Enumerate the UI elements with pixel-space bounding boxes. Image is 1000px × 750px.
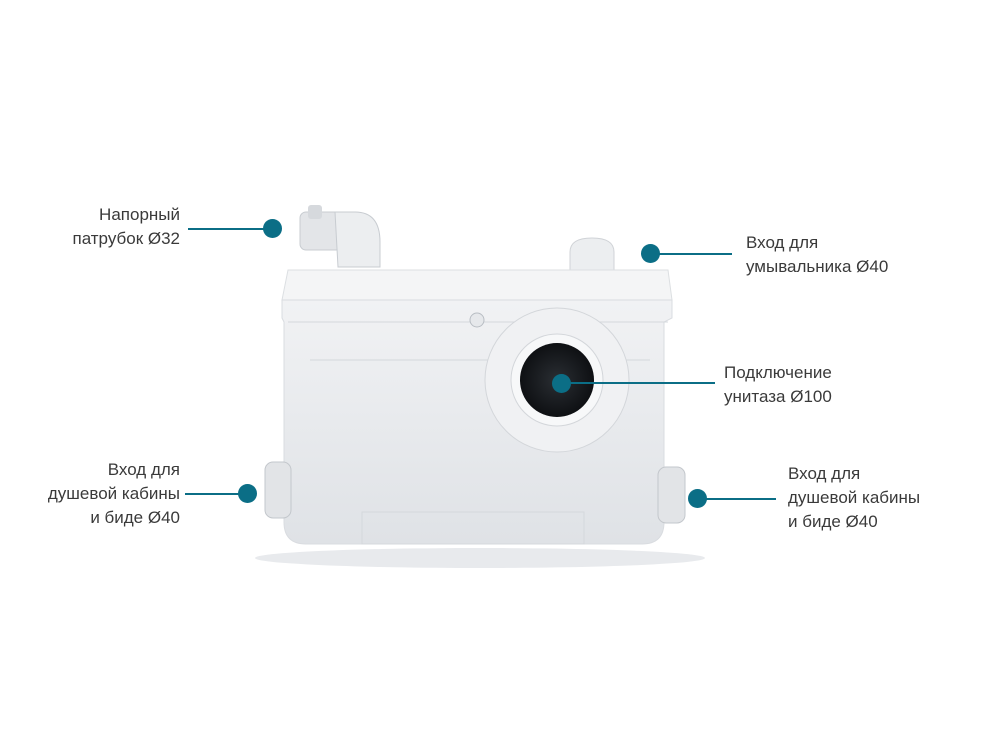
callout-dot <box>641 244 660 263</box>
callout-pressure-outlet-label: Напорный патрубок Ø32 <box>72 203 180 251</box>
label-line: душевой кабины <box>47 484 180 503</box>
callout-dot <box>263 219 282 238</box>
shadow <box>255 548 705 568</box>
callout-line <box>185 493 240 495</box>
label-line: патрубок Ø32 <box>72 229 180 248</box>
label-line: душевой кабины <box>788 488 921 507</box>
basin-inlet-cap <box>569 237 615 271</box>
lid <box>281 269 673 301</box>
callout-line <box>188 228 264 230</box>
label-line: и биде Ø40 <box>90 508 180 527</box>
label-line: умывальника Ø40 <box>746 257 889 276</box>
label-line: Вход для <box>746 233 819 252</box>
callout-basin-inlet-label: Вход для умывальника Ø40 <box>746 231 888 279</box>
label-line: и биде Ø40 <box>788 512 878 531</box>
label-line: Напорный <box>99 205 180 224</box>
label-line: Вход для <box>788 464 861 483</box>
callout-dot <box>552 374 571 393</box>
label-line: Вход для <box>107 460 180 479</box>
label-line: Подключение <box>724 363 832 382</box>
label-line: унитаза Ø100 <box>724 387 832 406</box>
callout-line <box>702 498 776 500</box>
callout-toilet-connection-label: Подключение унитаза Ø100 <box>724 361 832 409</box>
callout-left-shower-inlet-label: Вход для душевой кабины и биде Ø40 <box>48 458 180 530</box>
left-inlet-fitting <box>264 461 292 519</box>
callout-dot <box>238 484 257 503</box>
callout-dot <box>688 489 707 508</box>
pressure-outlet-elbow <box>299 205 381 268</box>
callout-line <box>655 253 732 255</box>
callout-line <box>565 382 715 384</box>
callout-right-shower-inlet-label: Вход для душевой кабины и биде Ø40 <box>788 462 920 534</box>
right-inlet-fitting <box>657 466 686 524</box>
